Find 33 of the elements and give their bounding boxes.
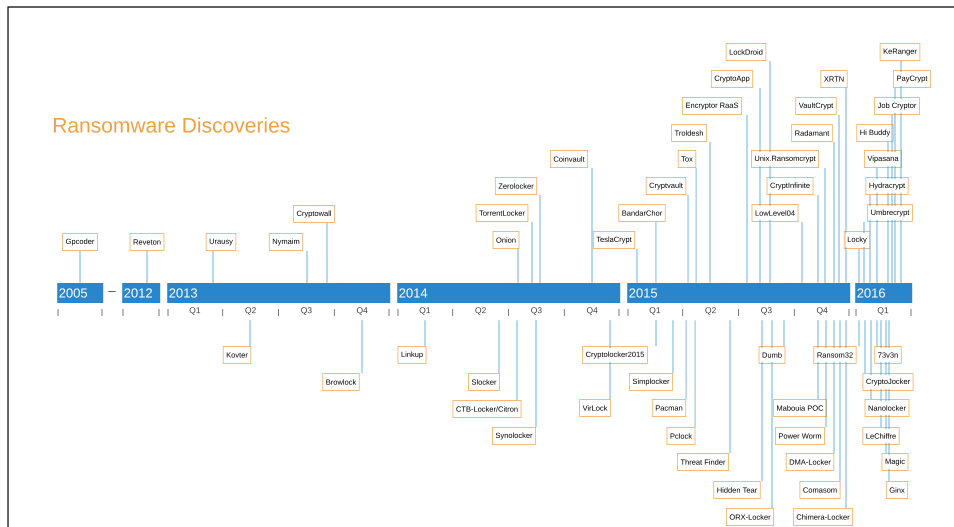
leader-line bbox=[746, 114, 748, 284]
quarter-label: Q3 bbox=[531, 307, 542, 315]
leader-line bbox=[146, 250, 148, 284]
leader-line bbox=[672, 320, 674, 374]
quarter-label: Q3 bbox=[761, 307, 772, 315]
leader-line bbox=[424, 320, 426, 347]
year-band: 2012 bbox=[122, 283, 160, 303]
separator-dash: – bbox=[108, 291, 116, 292]
leader-line bbox=[858, 320, 860, 347]
title: Ransomware Discoveries bbox=[54, 117, 290, 133]
leader-line bbox=[858, 248, 860, 284]
year-band: 2016 bbox=[855, 283, 912, 303]
leader-line bbox=[824, 167, 826, 284]
quarter-label: Q4 bbox=[816, 307, 828, 315]
leader-line bbox=[326, 222, 328, 284]
leader-line bbox=[306, 250, 308, 284]
leader-line bbox=[636, 248, 638, 284]
leader-line bbox=[516, 320, 518, 401]
year-band: 2013 bbox=[167, 283, 390, 303]
year-band: 2015 bbox=[627, 283, 850, 303]
year-band: 2014 bbox=[397, 283, 620, 303]
quarter-label: Q4 bbox=[356, 307, 368, 315]
leader-line bbox=[212, 250, 214, 284]
quarter-label: Q1 bbox=[878, 307, 888, 315]
leader-line bbox=[498, 320, 500, 374]
quarter-label: Q1 bbox=[650, 307, 660, 315]
leader-line bbox=[876, 320, 878, 347]
quarter-label: Q1 bbox=[420, 307, 430, 315]
leader-line bbox=[864, 320, 866, 374]
leader-line bbox=[838, 114, 840, 284]
leader-line bbox=[694, 320, 696, 428]
quarter-label: Q2 bbox=[245, 307, 256, 315]
year-band: 2005 bbox=[57, 283, 104, 303]
